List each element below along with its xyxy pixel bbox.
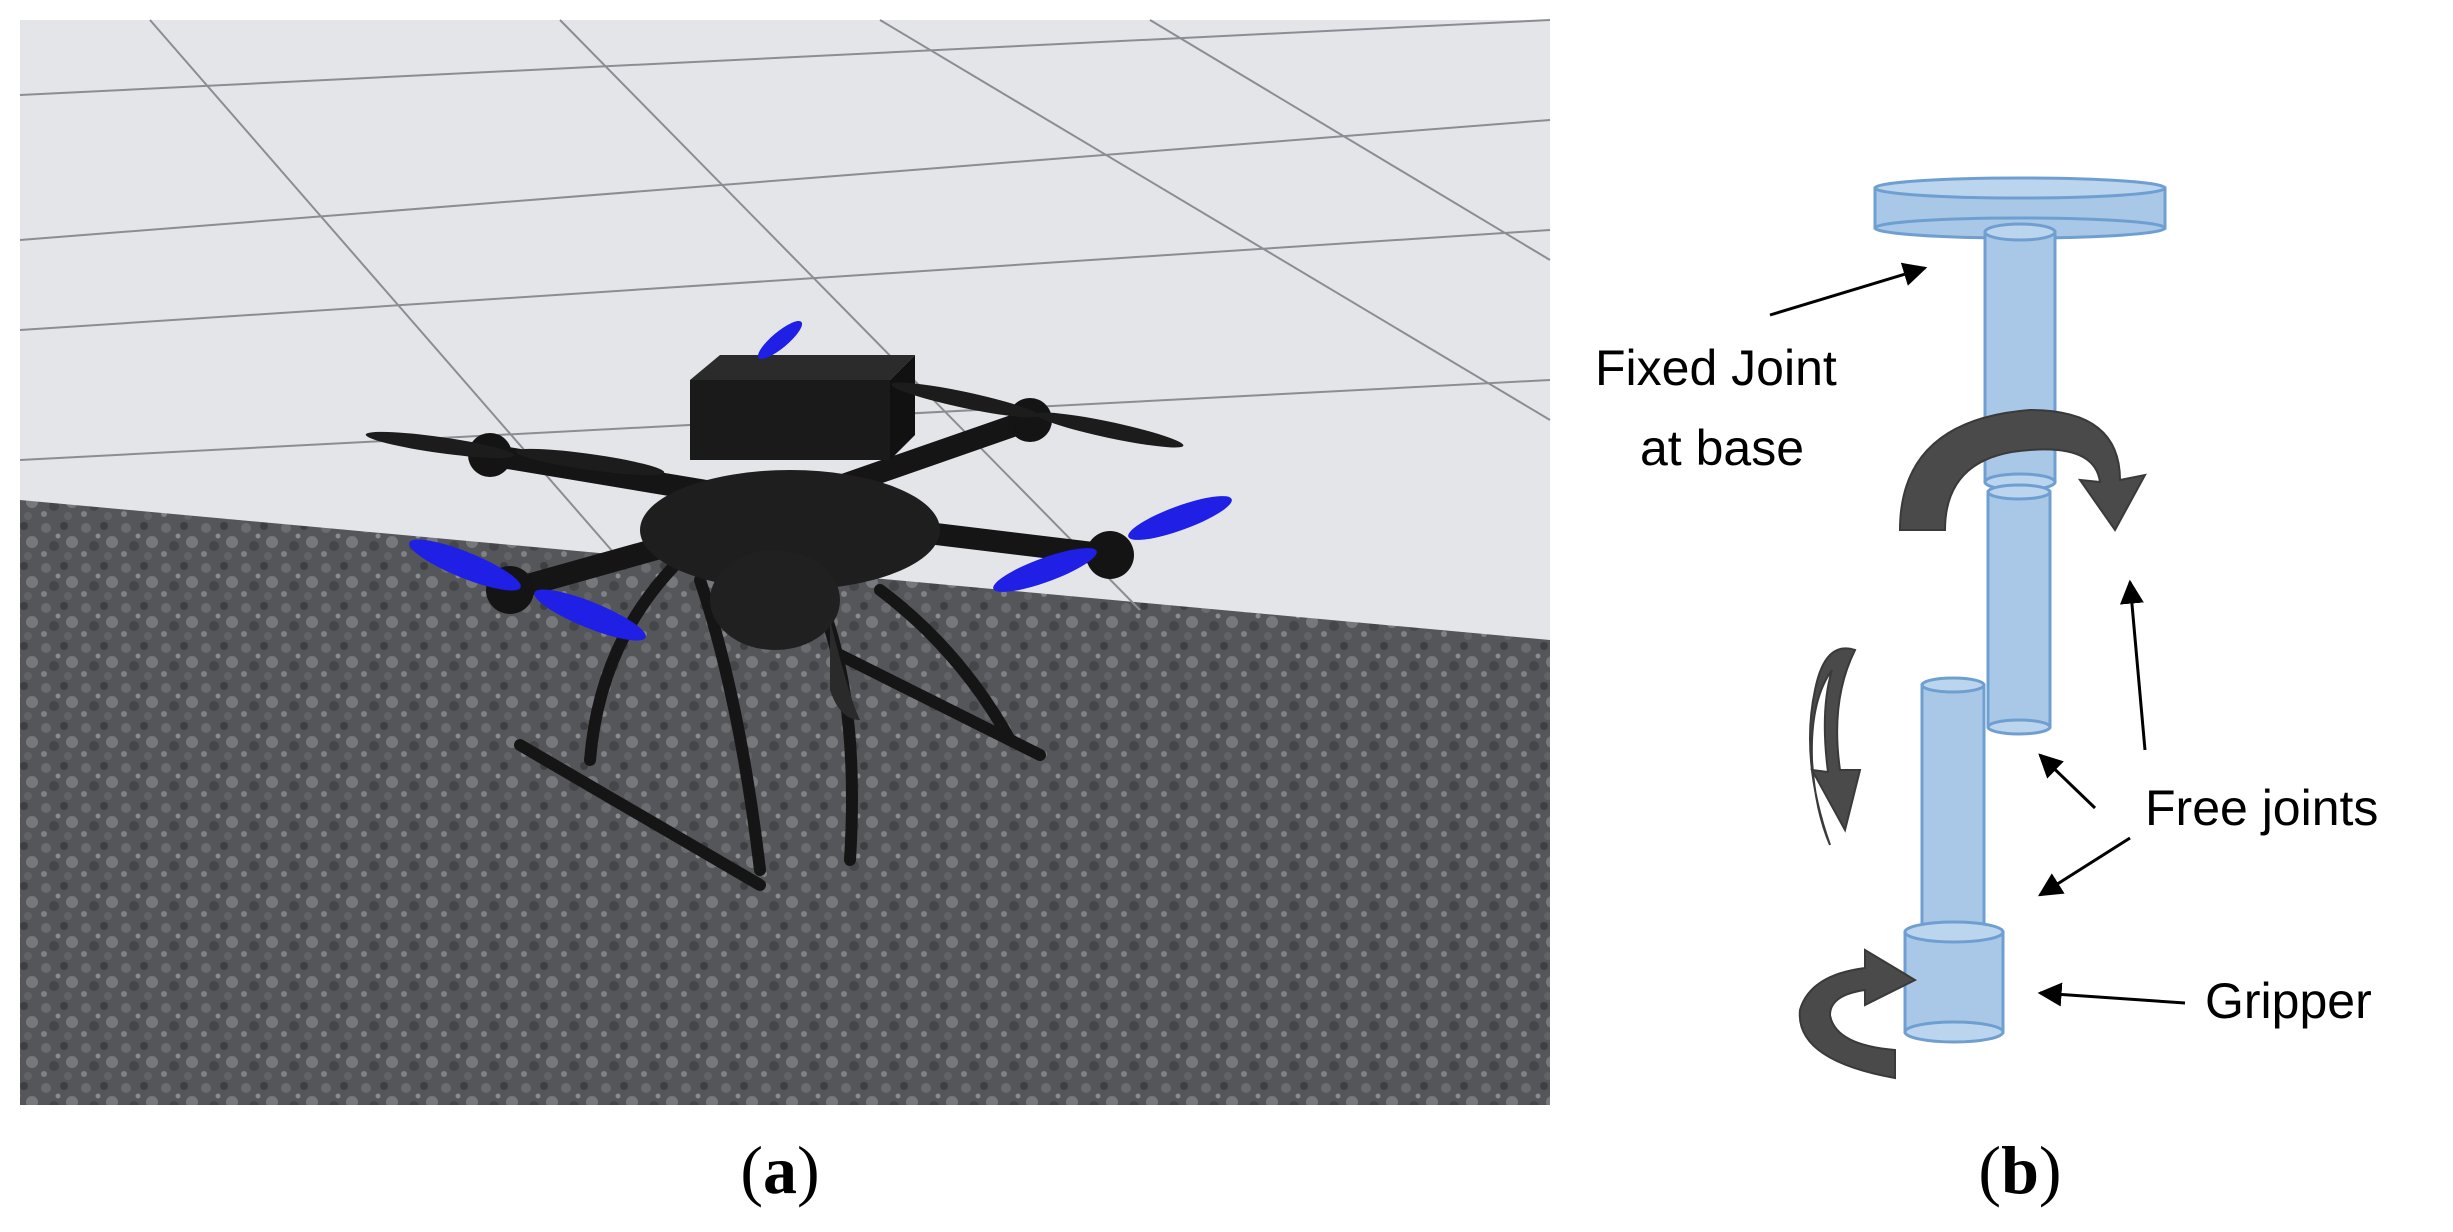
quadcopter-drone [365,320,1232,891]
free-joint-pointer-upper [2119,579,2147,751]
fixed-joint-label-line2: at base [1640,420,1804,476]
black-propellers [365,382,1184,476]
fixed-joint-label-line1: Fixed Joint [1595,340,1837,396]
caption-a-letter: a [763,1132,797,1208]
blue-propellers [409,320,1232,641]
free-joint-pointer-lower [2037,836,2131,897]
rotation-arrow-left-icon [1809,647,1862,846]
panel-b-diagram: Fixed Joint at base Free joints Gripper [1595,176,2378,1080]
caption-b: (b) [1978,1132,2062,1208]
leader-arrows [1769,262,2186,1007]
drone-frame [640,470,940,590]
gripper-label: Gripper [2205,973,2372,1029]
tile-grid [19,19,1551,611]
gripper-arm [830,620,860,720]
rotation-arrow-bottom-icon [1798,948,1918,1080]
gripper-pointer [2037,982,2186,1007]
panel-a-image [19,19,1551,1105]
link-2 [1986,483,2052,736]
payload-box [690,380,890,460]
camera-gimbal [710,550,840,650]
link-3 [1920,676,1986,939]
caption-a: (a) [740,1132,820,1208]
gripper-cylinder [1903,920,2005,1044]
rotation-arrows [1798,408,2147,1080]
free-joint-pointer-middle [2038,753,2097,810]
caption-b-letter: b [2001,1132,2039,1208]
free-joints-label: Free joints [2145,780,2378,836]
base-plate [1873,176,2167,240]
rotation-arrow-top-icon [1898,408,2147,532]
fixed-joint-pointer [1769,262,1928,317]
